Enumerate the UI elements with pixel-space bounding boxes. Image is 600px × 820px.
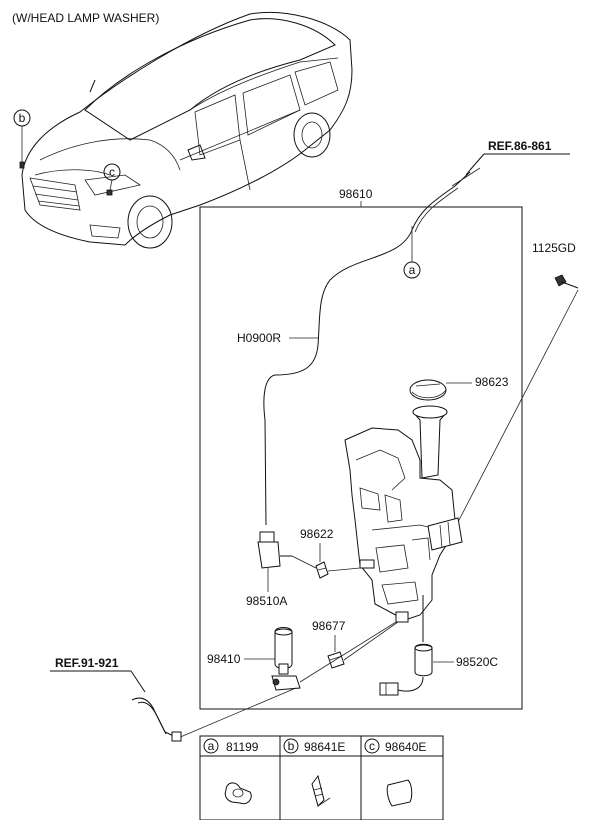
legend-part-81199: 81199 bbox=[226, 740, 259, 754]
svg-text:b: b bbox=[288, 739, 295, 753]
label-98677: 98677 bbox=[312, 619, 346, 633]
svg-text:c: c bbox=[369, 739, 375, 753]
label-98520c: 98520C bbox=[456, 655, 498, 669]
legend-part-98640e: 98640E bbox=[385, 740, 426, 754]
bolt-part bbox=[554, 274, 579, 289]
ref-86-861: REF.86-861 bbox=[488, 139, 552, 153]
ref-91-921: REF.91-921 bbox=[55, 656, 119, 670]
grommet-98641e-drawing bbox=[311, 774, 331, 807]
label-98623: 98623 bbox=[475, 375, 509, 389]
svg-text:c: c bbox=[109, 165, 115, 179]
clip-81199-drawing bbox=[224, 782, 252, 805]
washer-reservoir bbox=[344, 405, 463, 623]
label-1125gd: 1125GD bbox=[532, 241, 576, 255]
diagram-title: (W/HEAD LAMP WASHER) bbox=[12, 11, 159, 25]
legend-key-c bbox=[364, 738, 380, 754]
legend-key-b bbox=[283, 738, 299, 754]
label-98510a: 98510A bbox=[246, 594, 287, 608]
svg-text:b: b bbox=[19, 111, 26, 125]
label-98410: 98410 bbox=[207, 652, 241, 666]
headlamp-washer-nozzle bbox=[271, 627, 301, 691]
clip-part bbox=[327, 651, 345, 669]
legend-key-a bbox=[203, 738, 219, 754]
cover-98640e-drawing bbox=[386, 779, 413, 807]
level-sensor bbox=[379, 595, 433, 696]
legend-table: a 81199 b 98641E c 98640E bbox=[199, 735, 444, 820]
label-98610: 98610 bbox=[339, 187, 373, 201]
washer-pump bbox=[257, 531, 317, 569]
label-98622: 98622 bbox=[300, 527, 334, 541]
svg-text:a: a bbox=[409, 263, 416, 277]
car-illustration bbox=[19, 11, 353, 249]
svg-text:a: a bbox=[208, 739, 215, 753]
label-h0900r: H0900R bbox=[237, 331, 281, 345]
grommet-part bbox=[315, 561, 329, 579]
filler-cap bbox=[409, 379, 447, 401]
legend-part-98641e: 98641E bbox=[304, 740, 345, 754]
